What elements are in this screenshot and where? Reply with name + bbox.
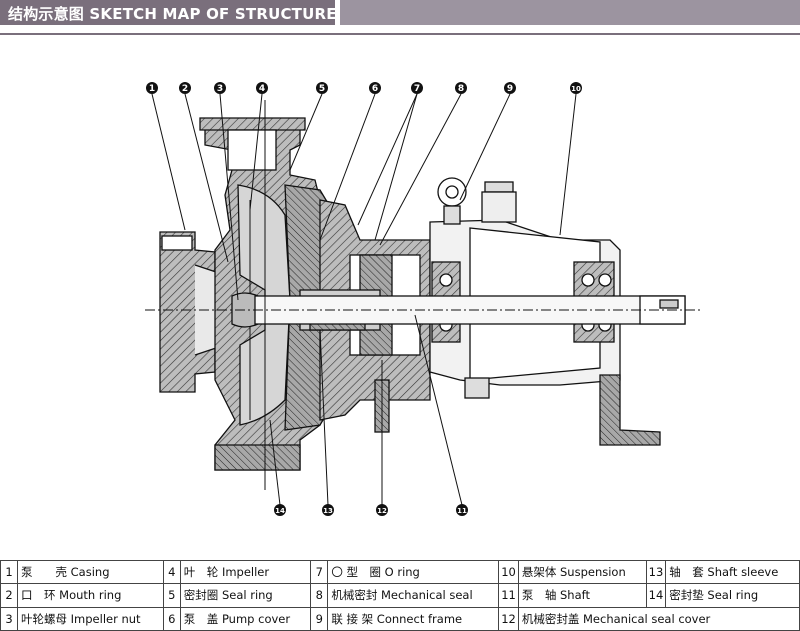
legend-part-name: 口 环 Mouth ring (17, 583, 164, 608)
legend-part-name: 悬架体 Suspension (517, 559, 647, 585)
header-rule (0, 33, 800, 35)
pump-structure-diagram: 1 2 3 4 5 6 7 8 9 10 11 12 13 14 (145, 82, 700, 516)
svg-text:12: 12 (377, 507, 387, 515)
legend-part-number: 11 (498, 583, 519, 608)
legend-part-name: 泵 盖 Pump cover (179, 606, 312, 631)
callout-2: 2 (179, 82, 191, 94)
header-bar: 结构示意图 SKETCH MAP OF STRUCTURE (0, 0, 800, 25)
svg-text:14: 14 (275, 507, 285, 515)
legend-part-name: 轴 套 Shaft sleeve (665, 559, 800, 585)
callout-5: 5 (316, 82, 328, 94)
header-dark-band (0, 0, 335, 25)
svg-text:11: 11 (457, 507, 467, 515)
legend-part-number: 12 (498, 606, 519, 631)
legend-part-number: 5 (162, 583, 181, 608)
svg-text:7: 7 (414, 84, 420, 94)
legend-part-number: 1 (0, 559, 18, 585)
page-title: 结构示意图 SKETCH MAP OF STRUCTURE (8, 5, 337, 23)
header-light-band (340, 0, 800, 25)
svg-text:8: 8 (458, 84, 464, 94)
legend-part-number: 13 (645, 559, 667, 585)
callout-6: 6 (369, 82, 381, 94)
callout-1: 1 (146, 82, 158, 94)
svg-text:10: 10 (571, 85, 581, 93)
callout-9: 9 (504, 82, 516, 94)
svg-text:1: 1 (149, 84, 155, 94)
legend-part-number: 8 (310, 583, 329, 608)
callout-13: 13 (322, 504, 334, 516)
svg-text:2: 2 (182, 84, 188, 94)
callout-10: 10 (570, 82, 582, 94)
legend-part-name: 机械密封 Mechanical seal (327, 583, 500, 608)
legend-part-number: 10 (498, 559, 519, 585)
callout-14: 14 (274, 504, 286, 516)
svg-text:13: 13 (323, 507, 333, 515)
svg-text:4: 4 (259, 84, 265, 94)
svg-text:6: 6 (372, 84, 378, 94)
legend-part-name: 〇 型 圈 O ring (327, 559, 500, 585)
svg-text:5: 5 (319, 84, 325, 94)
svg-text:3: 3 (217, 84, 223, 94)
legend-part-number: 6 (162, 606, 181, 631)
legend-part-name: 泵 轴 Shaft (517, 583, 647, 608)
legend-part-name: 联 接 架 Connect frame (327, 606, 500, 631)
legend-part-name: 泵 壳 Casing (17, 559, 164, 585)
legend-part-number: 4 (162, 559, 181, 585)
legend-part-name: 密封圈 Seal ring (179, 583, 312, 608)
legend-part-name: 密封垫 Seal ring (665, 583, 800, 608)
callout-3: 3 (214, 82, 226, 94)
legend-part-name: 叶轮螺母 Impeller nut (17, 606, 164, 631)
legend-part-number: 9 (310, 606, 329, 631)
legend-part-number: 3 (0, 606, 18, 631)
impeller (237, 184, 291, 426)
legend-part-name: 叶 轮 Impeller (179, 559, 312, 585)
svg-text:9: 9 (507, 84, 513, 94)
legend-part-number: 14 (645, 583, 667, 608)
callout-12: 12 (376, 504, 388, 516)
legend-part-name: 机械密封盖 Mechanical seal cover (517, 606, 800, 631)
callout-8: 8 (455, 82, 467, 94)
callout-7: 7 (411, 82, 423, 94)
legend-part-number: 7 (310, 559, 329, 585)
callout-4: 4 (256, 82, 268, 94)
legend-part-number: 2 (0, 583, 18, 608)
callout-11: 11 (456, 504, 468, 516)
